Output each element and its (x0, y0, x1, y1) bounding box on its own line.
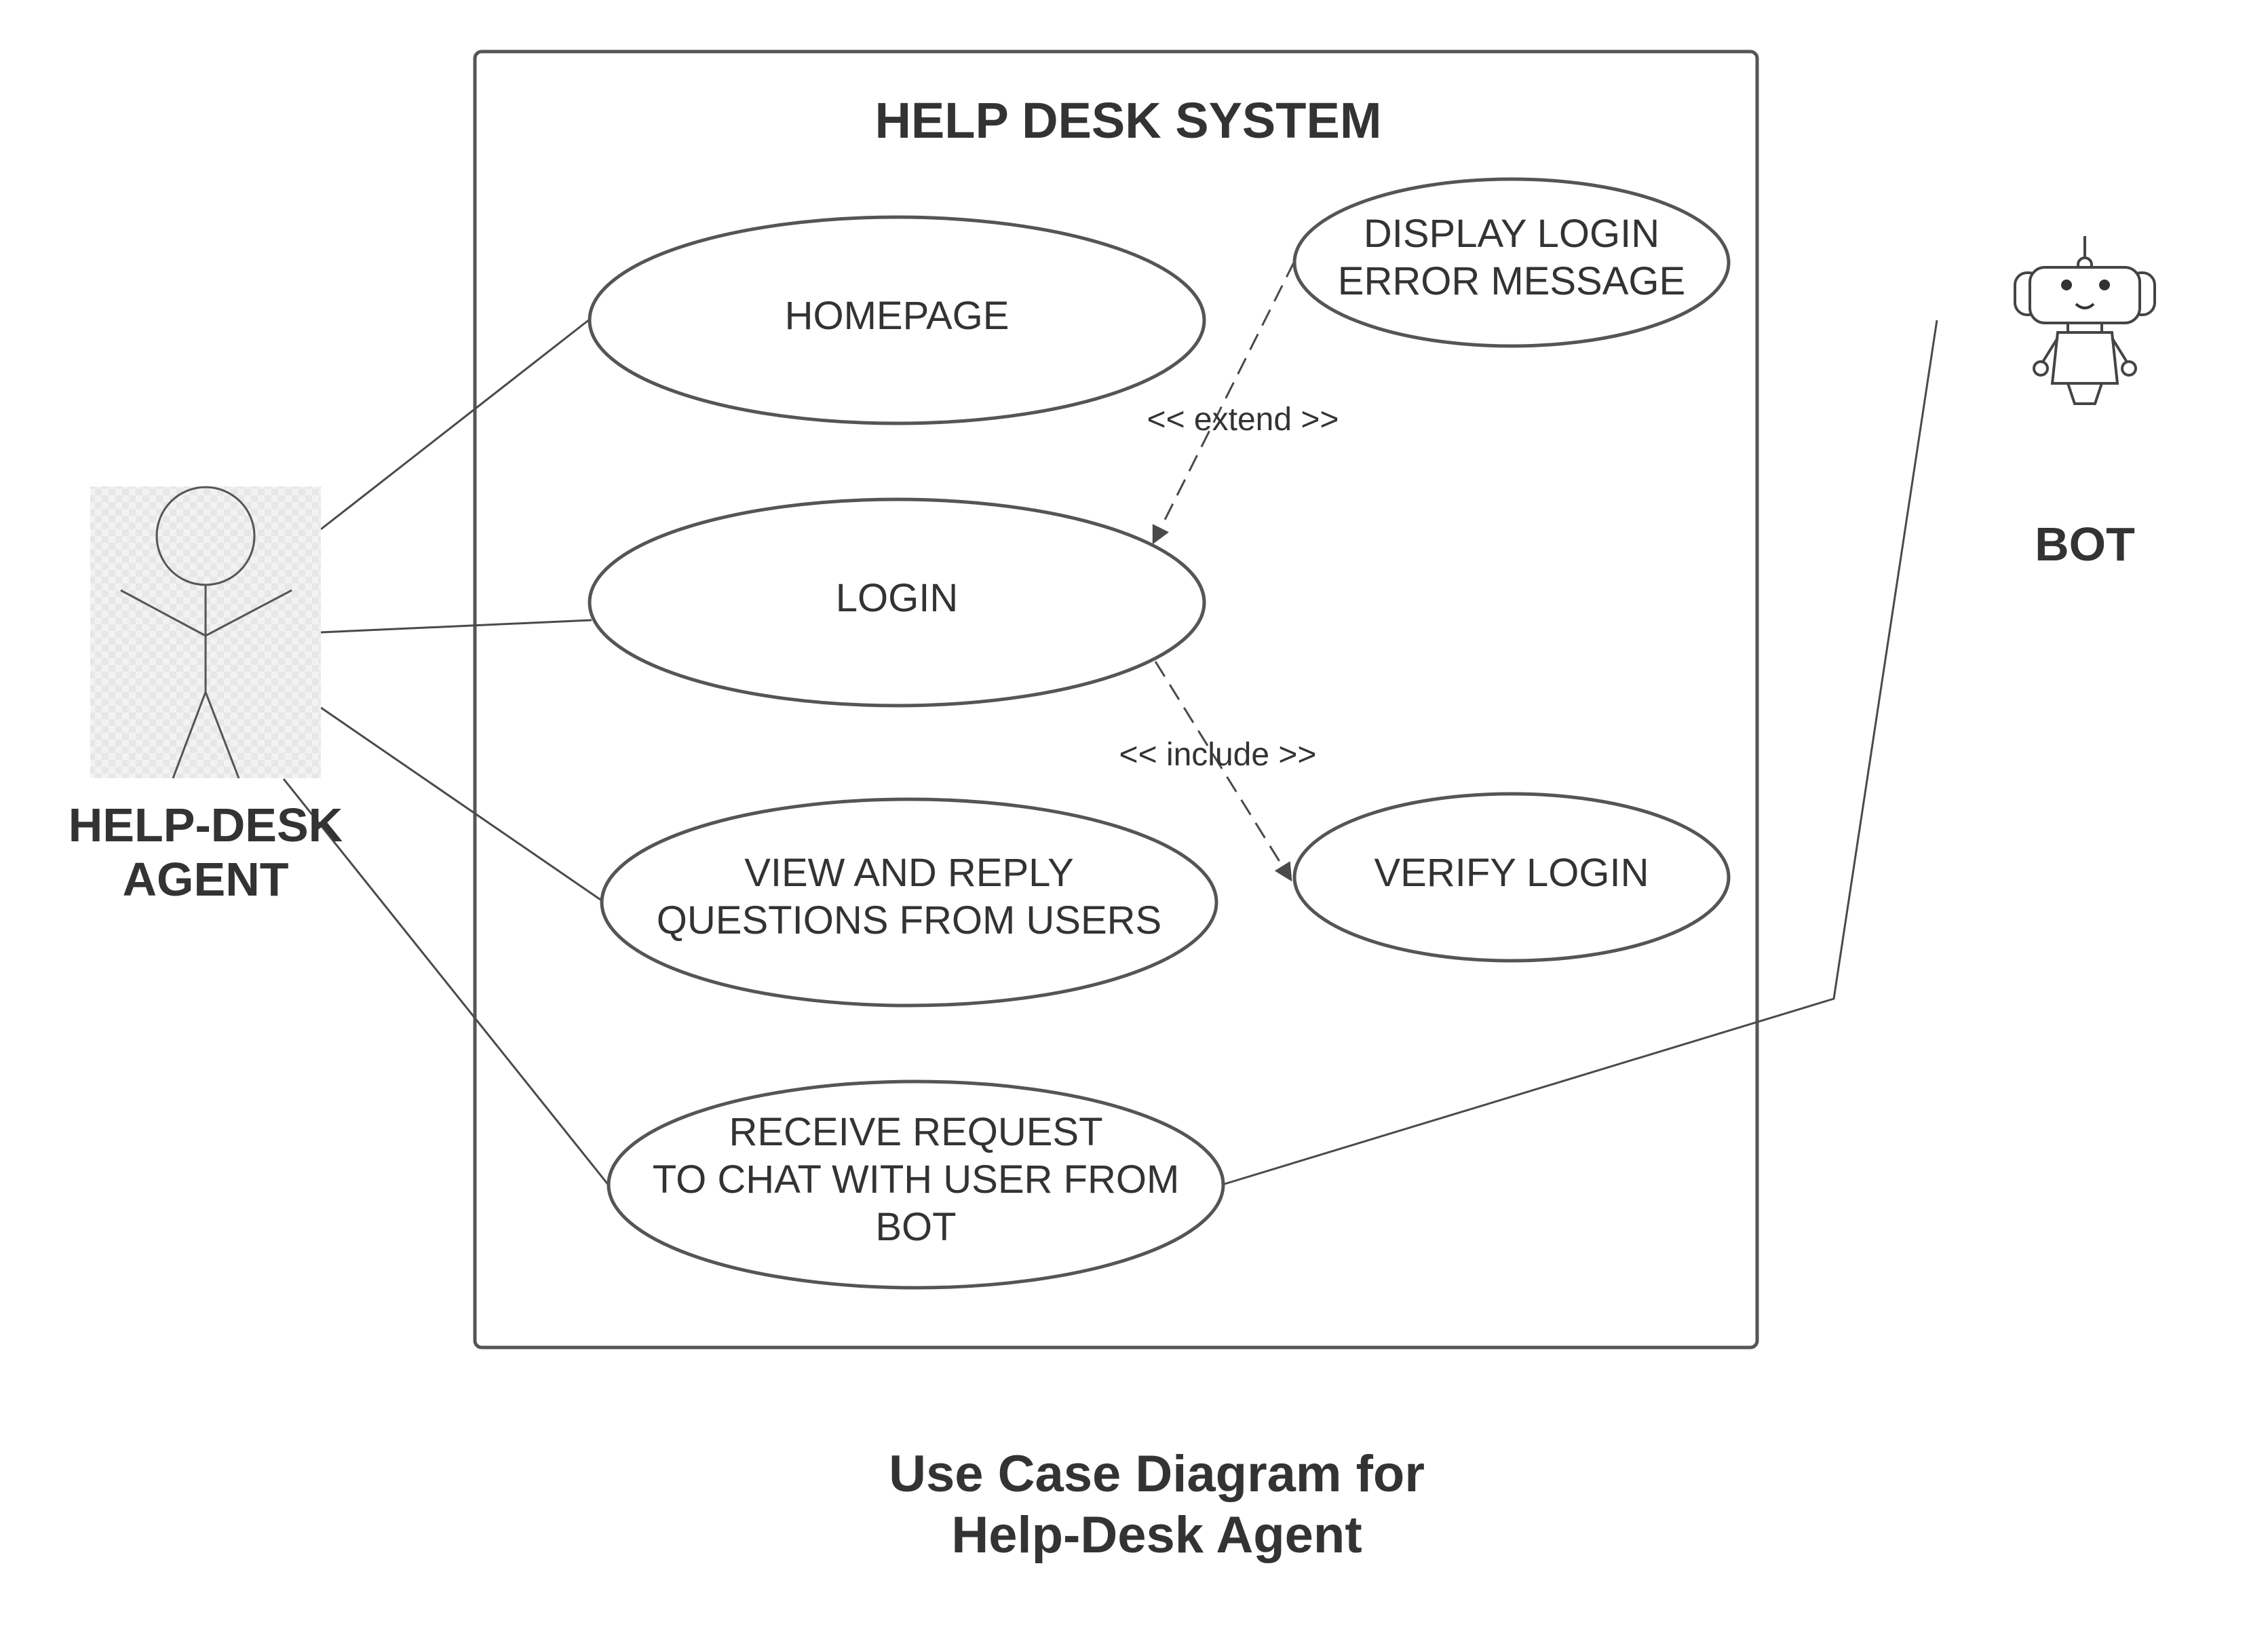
usecase-view-reply[interactable] (600, 797, 1218, 1008)
stick-figure-icon[interactable] (90, 486, 321, 779)
usecase-login-label: LOGIN (836, 576, 959, 620)
bot-label: BOT (2035, 518, 2135, 571)
robot-base (2066, 382, 2104, 405)
usecase-verify-login[interactable] (1292, 792, 1731, 963)
actor-right-arm (205, 589, 292, 637)
association-agent-login (320, 619, 592, 634)
usecase-receive-request-label-1: RECEIVE REQUEST (729, 1110, 1102, 1154)
usecase-view-reply-label-2: QUESTIONS FROM USERS (657, 898, 1161, 942)
robot-right-eye (2099, 280, 2110, 290)
agent-label-line2: AGENT (123, 853, 289, 906)
association-agent-homepage (320, 318, 591, 531)
system-title: HELP DESK SYSTEM (874, 92, 1381, 149)
usecase-receive-request-label-2: TO CHAT WITH USER FROM (653, 1157, 1180, 1202)
robot-head (2029, 266, 2141, 324)
usecase-homepage-label: HOMEPAGE (785, 294, 1010, 338)
actor-left-arm (120, 589, 206, 637)
caption-line1: Use Case Diagram for (889, 1445, 1425, 1503)
agent-label-line1: HELP-DESK (69, 799, 343, 851)
usecase-view-reply-label-1: VIEW AND REPLY (744, 851, 1074, 895)
usecase-homepage[interactable] (588, 215, 1206, 425)
robot-left-hand (2033, 360, 2049, 377)
actor-left-leg (172, 691, 207, 779)
robot-neck (2067, 322, 2103, 334)
usecase-display-error-label-2: ERROR MESSAGE (1338, 259, 1685, 303)
usecase-display-error-label-1: DISPLAY LOGIN (1364, 212, 1659, 256)
usecase-verify-login-label: VERIFY LOGIN (1374, 851, 1649, 895)
robot-body (2050, 331, 2119, 385)
association-agent-view-reply (320, 706, 603, 902)
caption-line2: Help-Desk Agent (951, 1506, 1362, 1564)
robot-mouth (2075, 303, 2095, 309)
association-agent-receive-request (282, 778, 611, 1187)
include-label: << include >> (1119, 737, 1317, 773)
robot-left-arm (2041, 337, 2059, 364)
include-arrow (1154, 661, 1292, 882)
robot-right-hand (2121, 360, 2137, 377)
usecase-receive-request-label-3: BOT (875, 1205, 956, 1249)
extend-label: << extend >> (1147, 402, 1339, 438)
usecase-display-error[interactable] (1292, 177, 1731, 348)
usecase-login[interactable] (588, 497, 1206, 708)
robot-right-arm (2111, 337, 2129, 364)
robot-left-eye (2061, 280, 2072, 290)
actor-right-leg (204, 691, 240, 779)
association-bot-receive-request (1224, 320, 1938, 1185)
robot-icon[interactable] (2014, 236, 2156, 405)
usecase-receive-request[interactable] (607, 1079, 1225, 1290)
